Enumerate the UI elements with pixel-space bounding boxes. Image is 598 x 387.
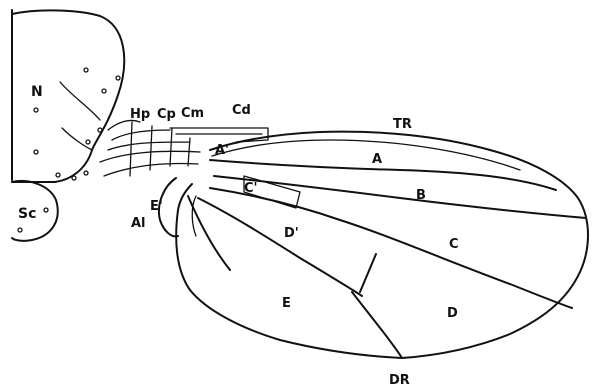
wing-costa-edge <box>210 132 588 358</box>
label-a-prime: A' <box>215 143 229 158</box>
label-sc: Sc <box>18 206 36 222</box>
notum-inner-curve-1 <box>60 82 100 120</box>
label-e-prime: E' <box>150 199 163 214</box>
pit-dot <box>86 140 90 144</box>
crossvein-dr <box>352 292 402 358</box>
label-c-prime: C' <box>244 181 258 196</box>
label-c: C <box>449 237 459 252</box>
label-tr: TR <box>393 117 412 132</box>
label-d: D <box>447 306 458 321</box>
pit-dot <box>116 76 120 80</box>
alula-lobe <box>192 196 196 236</box>
label-cm: Cm <box>181 106 204 121</box>
pit-dot <box>84 171 88 175</box>
vein-c <box>210 188 572 308</box>
pit-dot <box>34 108 38 112</box>
notum-inner-curve-2 <box>62 128 92 150</box>
vein-d <box>198 198 362 296</box>
notum-outline <box>12 10 124 182</box>
label-dr: DR <box>389 373 410 387</box>
label-cd: Cd <box>232 103 251 118</box>
pit-dot <box>56 173 60 177</box>
label-hp: Hp <box>130 107 150 122</box>
label-a: A <box>372 152 382 167</box>
label-al: Al <box>131 216 146 231</box>
pit-dot <box>72 176 76 180</box>
pit-dot <box>98 128 102 132</box>
label-cp: Cp <box>157 107 176 122</box>
pit-dot <box>34 150 38 154</box>
pit-dot <box>102 89 106 93</box>
crossvein-dc <box>360 254 376 292</box>
label-e: E <box>282 296 291 311</box>
hinge-sclerites <box>100 120 200 176</box>
label-d-prime: D' <box>284 226 299 241</box>
wing-costa-inner <box>212 140 520 170</box>
pit-dot <box>44 208 48 212</box>
label-n: N <box>31 84 43 100</box>
label-b: B <box>416 188 426 203</box>
pit-dot <box>84 68 88 72</box>
pit-dot <box>18 228 22 232</box>
